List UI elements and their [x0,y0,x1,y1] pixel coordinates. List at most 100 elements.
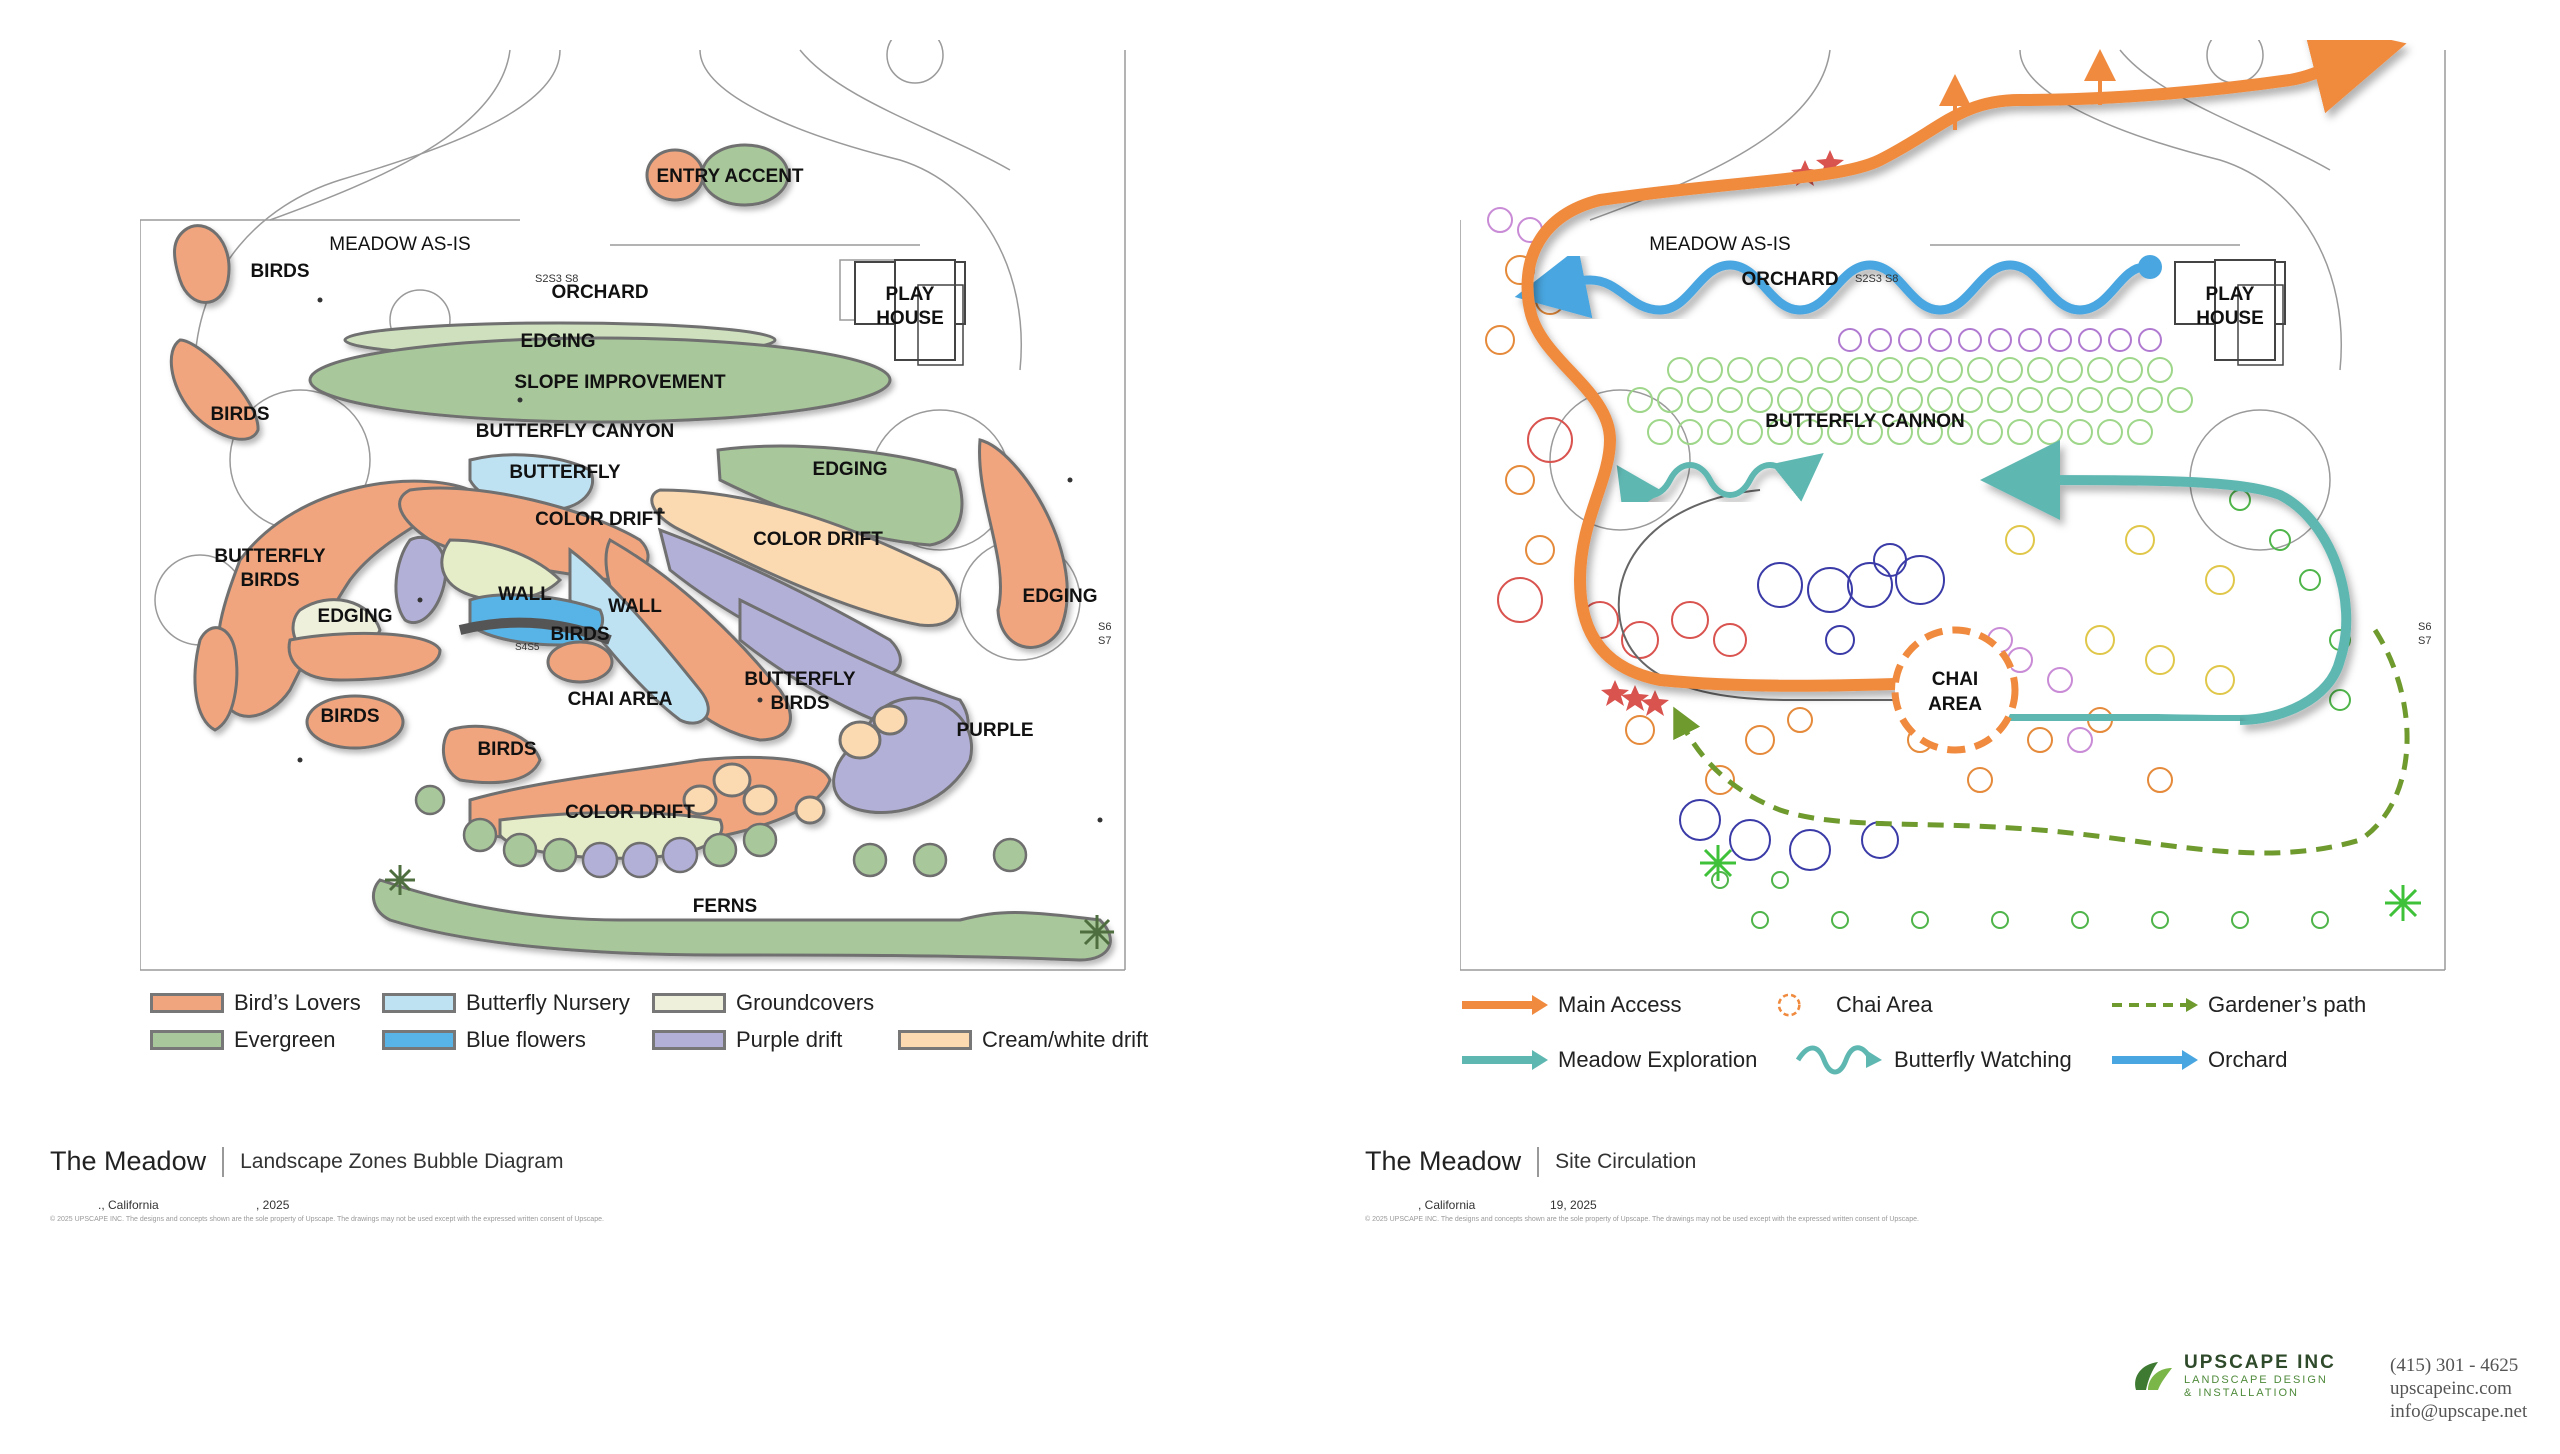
bubble-birds-top [173,224,231,304]
label-birds-top: BIRDS [250,261,309,282]
teal-arrow-icon [1462,1050,1548,1070]
upscape-logo: UPSCAPE INC LANDSCAPE DESIGN & INSTALLAT… [2128,1352,2336,1400]
bubble-birds-far-left [193,626,239,732]
label-color-drift-1: COLOR DRIFT [535,509,665,530]
label-butterfly-birds-1a: BUTTERFLY [214,546,326,567]
bubble-purple-drift-diag [657,527,902,678]
label-play-house-2: HOUSE [2196,308,2264,329]
site-base-lines [140,40,1126,971]
label-play-house-2: HOUSE [876,308,944,329]
legend-meadow-exploration: Meadow Exploration [1458,1040,1757,1080]
zone-bubbles [169,143,1112,962]
legend-chai-area: Chai Area [1770,985,1933,1025]
page-title: The Meadow [1365,1146,1522,1176]
label-butterfly-birds-2b: BIRDS [770,693,829,714]
legend-purple-drift: Purple drift [652,1027,842,1053]
label-butterfly: BUTTERFLY [509,462,621,483]
play-house [854,259,966,366]
page-subtitle: Site Circulation [1555,1149,1697,1173]
tree-circles [414,784,1028,879]
meadow-exploration-path [1980,440,2352,725]
meadow-exploration-path-lower [1995,676,2241,757]
orange-arrow-icon [1462,995,1548,1015]
label-butterfly-birds-2a: BUTTERFLY [744,669,856,690]
bubble-entry-accent-green [700,143,790,207]
legend-butterfly-nursery: Butterfly Nursery [382,990,630,1016]
title-divider [222,1146,225,1177]
website-link[interactable]: upscapeinc.com [2390,1378,2512,1399]
chai-area-ring [1891,626,2019,754]
right-date: 19, 2025 [1550,1198,1597,1212]
brand-tagline-1: LANDSCAPE DESIGN [2184,1374,2328,1386]
brand-name: UPSCAPE INC [2184,1352,2336,1373]
label-edging-left: EDGING [318,606,393,627]
title-divider [1537,1146,1540,1177]
fern-icons [385,865,1114,949]
page-title: The Meadow [50,1146,207,1176]
legend-groundcovers: Groundcovers [652,990,874,1016]
orchard-path-start [2138,255,2162,279]
legend-label: Orchard [2208,1047,2288,1072]
label-edging-right: EDGING [813,459,888,480]
zone-labels: ENTRY ACCENT BIRDS ORCHARD PLAY HOUSE ED… [210,166,1097,917]
page-subtitle: Landscape Zones Bubble Diagram [240,1149,564,1173]
legend-label: Purple drift [736,1027,843,1052]
legend-cream-white-drift: Cream/white drift [898,1027,1148,1053]
meadow-loop-outline [1617,489,1940,702]
label-birds-center: BIRDS [550,624,609,645]
swatch [150,993,224,1013]
email-link[interactable]: info@upscape.net [2390,1401,2528,1422]
label-purple: PURPLE [956,720,1033,741]
butterfly-watching-start [1771,453,1824,502]
label-birds-lower-left: BIRDS [320,706,379,727]
label-play-house-1: PLAY [886,284,935,305]
bubble-edging-far-right [978,438,1069,649]
bubble-birds-lower [441,724,542,785]
right-location: , California [1418,1198,1476,1212]
bubble-edging-left [287,631,442,682]
label-edging-far-right: EDGING [1023,586,1098,607]
dashed-circle-icon [1777,993,1801,1017]
bubble-purple-small-left [394,535,448,624]
legend-label: Evergreen [234,1027,336,1052]
bubble-slope-improvement [308,336,892,424]
contact-info: (415) 301 - 4625 upscapeinc.com info@ups… [2390,1354,2527,1423]
legend-gardeners-path: Gardener’s path [2108,985,2366,1025]
legend-label: Bird’s Lovers [234,990,361,1015]
label-butterfly-birds-1b: BIRDS [240,570,299,591]
tag-s2s3-s8: S2S3 S8 [1855,273,1898,285]
legend-label: Chai Area [1836,992,1933,1017]
bubble-butterfly-diag [568,546,710,725]
site-circulation-plan: MEADOW AS-IS S2S3 S8 S6 S7 ORCHARD PLAY … [1460,40,2450,980]
brand-tagline-2: & INSTALLATION [2184,1387,2300,1399]
legend-label: Butterfly Watching [1894,1047,2072,1072]
swatch [652,993,726,1013]
legend-label: Meadow Exploration [1558,1047,1758,1072]
left-date: , 2025 [256,1198,290,1212]
legend-blue-flowers: Blue flowers [382,1027,586,1053]
legend-label: Cream/white drift [982,1027,1149,1052]
butterfly-watching-path [1616,462,1793,519]
label-edging-top: EDGING [521,331,596,352]
blue-arrow-icon [2112,1050,2198,1070]
swatch [898,1030,972,1050]
label-butterfly-cannon: BUTTERFLY CANNON [1765,411,1965,432]
left-copyright: © 2025 UPSCAPE INC. The designs and conc… [50,1216,604,1223]
label-chai-area-1: CHAI [1932,669,1978,690]
tag-s6: S6 [2418,621,2431,633]
label-ferns: FERNS [693,896,757,917]
tag-s7: S7 [2418,635,2431,647]
leaf-logo-icon [2135,1362,2172,1390]
label-entry-accent: ENTRY ACCENT [656,166,803,187]
label-birds-lower: BIRDS [477,739,536,760]
tag-s7: S7 [1098,635,1111,647]
tag-s2s3-s8: S2S3 S8 [535,273,578,285]
label-orchard: ORCHARD [1741,269,1838,290]
swatch [652,1030,726,1050]
bubble-color-drift-big [650,488,959,628]
tag-s4s5: S4S5 [515,642,540,653]
bubble-ferns [371,878,1112,962]
fern-icons [1700,845,2421,921]
meadow-as-is-label: MEADOW AS-IS [1649,234,1790,255]
meadow-as-is-label: MEADOW AS-IS [329,234,470,255]
